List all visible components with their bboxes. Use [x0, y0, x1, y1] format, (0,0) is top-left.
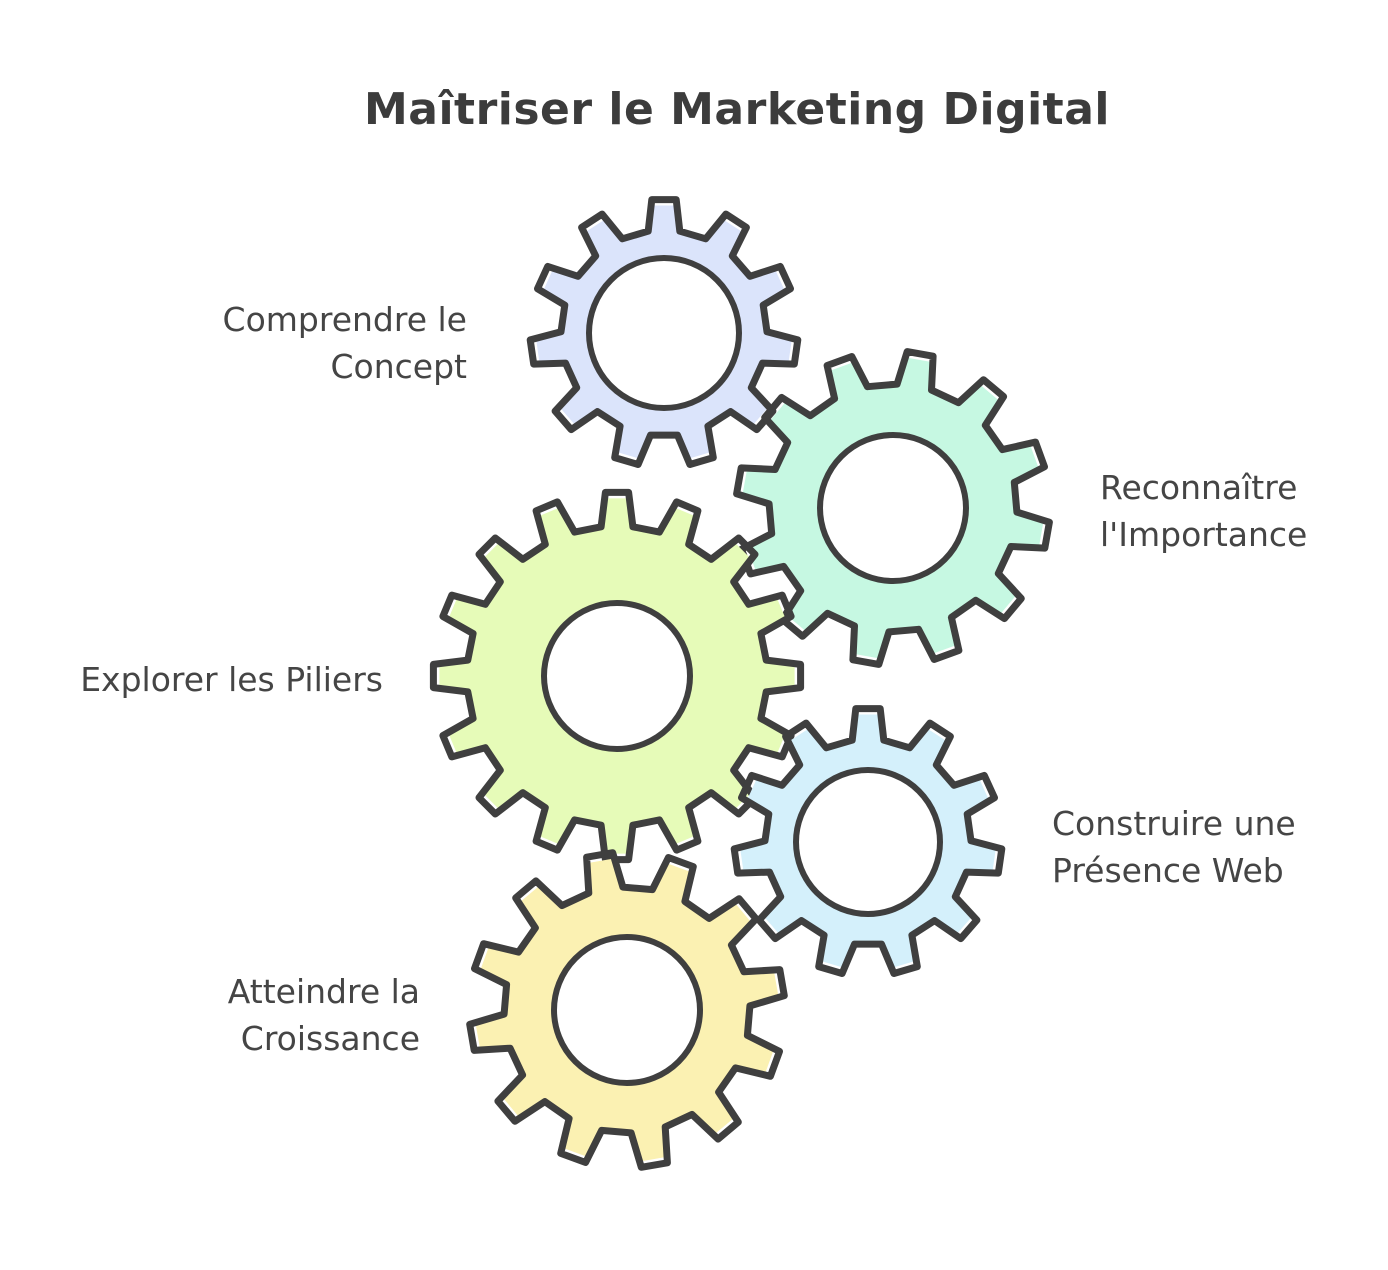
label-line: Concept [330, 347, 467, 386]
diagram-title: Maîtriser le Marketing Digital [363, 84, 1110, 135]
label-construire-une-presence-web: Construire une Présence Web [1052, 800, 1296, 894]
label-comprendre-le-concept: Comprendre le Concept [223, 296, 467, 390]
label-line: Comprendre le [222, 300, 467, 339]
gear-outline [429, 488, 805, 864]
label-line: Construire une [1052, 804, 1296, 843]
gear-atteindre [466, 849, 788, 1171]
label-line: Croissance [240, 1019, 420, 1058]
gear-hole [817, 432, 969, 584]
gear-reconnaitre [733, 348, 1053, 668]
label-line: Atteindre la [227, 972, 420, 1011]
label-atteindre-la-croissance: Atteindre la Croissance [228, 968, 420, 1062]
gear-outline [733, 348, 1053, 668]
label-line: l'Importance [1100, 515, 1308, 554]
gear-hole [586, 255, 742, 411]
gear-outline [730, 705, 1006, 977]
label-explorer-les-piliers: Explorer les Piliers [80, 656, 383, 703]
gear-hole [551, 934, 703, 1086]
gear-outline [526, 196, 802, 468]
label-line: Présence Web [1052, 851, 1284, 890]
gear-hole [541, 600, 693, 752]
gear-comprendre [526, 196, 802, 468]
gear-outline [466, 849, 788, 1171]
gear-hole [793, 767, 943, 917]
label-line: Reconnaître [1100, 468, 1298, 507]
gear-construire [730, 705, 1006, 977]
label-line: Explorer les Piliers [80, 660, 383, 699]
label-reconnaitre-l-importance: Reconnaître l'Importance [1100, 464, 1307, 558]
gear-explorer [429, 488, 805, 864]
